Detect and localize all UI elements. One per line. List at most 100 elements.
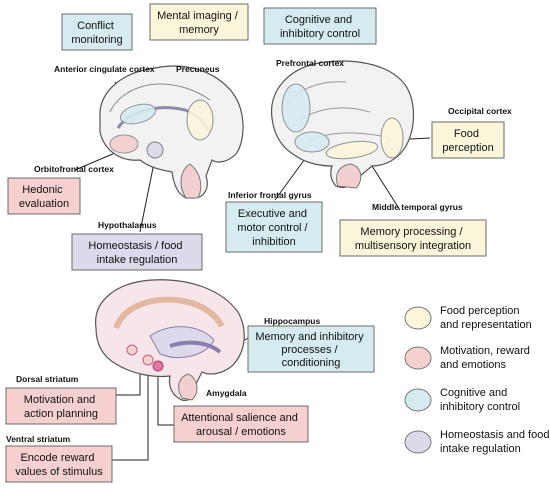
box-line: monitoring: [71, 34, 122, 46]
box-line: evaluation: [19, 198, 69, 210]
box-line: processes /: [281, 344, 338, 356]
box-executive-control-text: Executive and motor control / inhibition: [237, 208, 310, 248]
region-amygdala: [152, 360, 164, 372]
box-line: motor control /: [237, 222, 308, 234]
label-inferior-frontal: Inferior frontal gyrus: [228, 190, 312, 200]
label-amygdala: Amygdala: [206, 388, 247, 398]
cerebellum: [336, 163, 362, 189]
legend-label-cognitive: Cognitive and inhibitory control: [440, 387, 520, 413]
box-food-perception-text: Food perception: [442, 128, 493, 154]
box-homeostasis: [71, 233, 203, 271]
box-encode-reward: [5, 445, 113, 483]
hippocampus-curve: [169, 340, 222, 354]
cerebellum: [178, 373, 198, 401]
label-precuneus: Precuneus: [176, 64, 220, 74]
box-line: intake regulation: [97, 254, 178, 266]
box-line: Mental imaging /: [157, 10, 239, 22]
legend-label-homeostasis: Homeostasis and food intake regulation: [440, 429, 550, 455]
region-inferior-frontal: [294, 131, 330, 153]
legend-line: Food perception: [440, 305, 520, 317]
box-memory-processing-text: Memory processing / multisensory integra…: [355, 226, 471, 252]
legend-line: inhibitory control: [440, 401, 520, 413]
legend-swatch-cognitive: [404, 388, 432, 412]
brain-deep-structures-view: [95, 279, 245, 401]
box-cognitive-inhibitory: [263, 7, 377, 45]
box-cognitive-inhibitory-text: Cognitive and inhibitory control: [280, 14, 360, 40]
region-ventral-striatum: [142, 354, 154, 366]
connector-amygdala: [157, 368, 175, 426]
box-line: perception: [442, 142, 493, 154]
label-anterior-cingulate: Anterior cingulate cortex: [54, 64, 155, 74]
label-middle-temporal: Middle temporal gyrus: [372, 202, 463, 212]
box-line: conditioning: [282, 357, 341, 369]
legend-line: and emotions: [440, 359, 507, 371]
box-memory-inhibitory-text: Memory and inhibitory processes / condit…: [255, 331, 366, 369]
box-line: arousal / emotions: [196, 426, 286, 438]
box-conflict-monitoring-text: Conflict monitoring: [71, 20, 122, 46]
brain-outline: [99, 65, 244, 199]
box-memory-inhibitory: [247, 325, 375, 373]
box-hedonic-evaluation: [7, 177, 81, 215]
box-line: Executive and: [238, 208, 307, 220]
label-occipital: Occipital cortex: [448, 106, 512, 116]
legend-swatch-motivation: [404, 346, 432, 370]
box-homeostasis-text: Homeostasis / food intake regulation: [88, 240, 185, 266]
box-conflict-monitoring: [61, 13, 133, 51]
label-hippocampus: Hippocampus: [264, 316, 320, 326]
box-hedonic-evaluation-text: Hedonic evaluation: [19, 184, 69, 210]
box-line: Encode reward: [20, 452, 94, 464]
legend-swatch-food: [404, 306, 432, 330]
box-line: action planning: [24, 408, 98, 420]
box-mental-imaging-text: Mental imaging / memory: [157, 10, 241, 36]
brain-medial-view: [99, 65, 244, 199]
box-line: Memory and inhibitory: [255, 331, 364, 343]
region-prefrontal: [281, 83, 311, 133]
label-hypothalamus: Hypothalamus: [98, 220, 157, 230]
region-labels: Anterior cingulate cortex Precuneus Pref…: [6, 58, 512, 444]
box-line: multisensory integration: [355, 240, 471, 252]
region-occipital: [380, 117, 404, 159]
label-prefrontal: Prefrontal cortex: [276, 58, 344, 68]
legend-label-motivation: Motivation, reward and emotions: [440, 345, 533, 371]
box-motivation-action: [5, 387, 117, 425]
box-line: Homeostasis / food: [88, 240, 182, 252]
legend-line: Cognitive and: [440, 387, 507, 399]
box-line: inhibition: [252, 236, 295, 248]
corpus-callosum: [113, 296, 225, 330]
legend: Food perception and representation Motiv…: [404, 305, 550, 455]
region-middle-temporal: [325, 140, 379, 160]
sulcus-line: [109, 83, 211, 113]
legend-line: Motivation, reward: [440, 345, 530, 357]
function-boxes: Conflict monitoring Mental imaging / mem…: [5, 3, 505, 483]
brain-lateral-view: [270, 60, 415, 189]
legend-line: and representation: [440, 319, 532, 331]
box-attentional-salience: [173, 405, 309, 443]
legend-line: intake regulation: [440, 443, 521, 455]
box-memory-processing: [339, 219, 487, 257]
box-line: values of stimulus: [15, 466, 103, 478]
box-line: Attentional salience and: [181, 412, 298, 424]
box-attentional-salience-text: Attentional salience and arousal / emoti…: [181, 412, 301, 438]
box-line: memory: [179, 24, 219, 36]
box-motivation-action-text: Motivation and action planning: [24, 394, 99, 420]
region-anterior-cingulate: [119, 103, 157, 125]
box-line: Hedonic: [22, 184, 63, 196]
box-line: Motivation and: [24, 394, 96, 406]
box-executive-control: [225, 201, 323, 253]
region-dorsal-striatum: [126, 344, 138, 356]
label-orbitofrontal: Orbitofrontal cortex: [34, 164, 114, 174]
label-ventral-striatum: Ventral striatum: [6, 434, 71, 444]
label-dorsal-striatum: Dorsal striatum: [16, 374, 79, 384]
legend-line: Homeostasis and food: [440, 429, 549, 441]
connector-hypothalamus: [139, 157, 156, 233]
region-precuneus: [186, 99, 214, 141]
region-hypothalamus: [146, 141, 164, 159]
box-line: inhibitory control: [280, 28, 360, 40]
box-line: Food: [454, 128, 479, 140]
cerebellum: [180, 163, 202, 199]
region-orbitofrontal: [109, 134, 139, 154]
box-mental-imaging: [149, 3, 249, 41]
box-food-perception: [431, 121, 505, 159]
box-line: Conflict: [77, 20, 114, 32]
